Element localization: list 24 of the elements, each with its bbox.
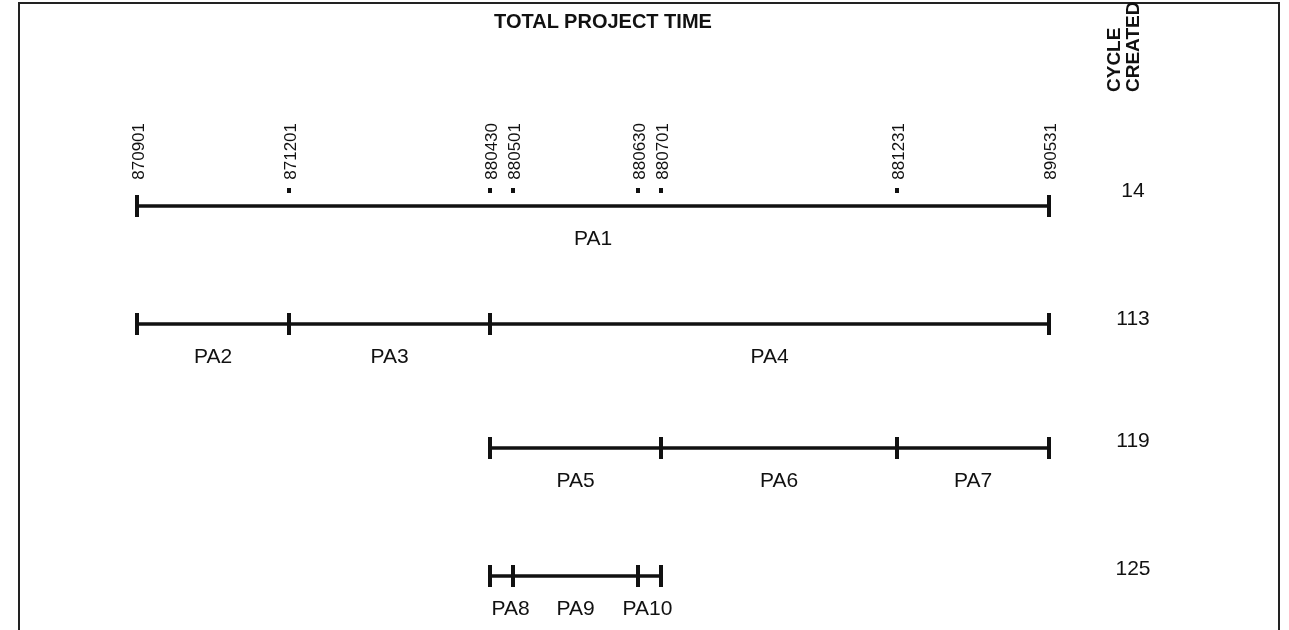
cycle-number: 113 [1116, 306, 1150, 330]
date-label: 881231 [890, 123, 908, 180]
segment-label: PA6 [759, 468, 799, 492]
segment-label: PA5 [556, 468, 595, 492]
segment-label: PA3 [370, 344, 409, 368]
date-label: 880701 [654, 123, 672, 180]
diagram-title: TOTAL PROJECT TIME [494, 10, 712, 33]
date-label: 880630 [631, 123, 649, 180]
segment-label: PA9 [556, 596, 595, 620]
column-heading: CYCLE CREATED [1104, 0, 1142, 92]
cycle-number: 125 [1115, 556, 1151, 580]
segment-label: PA4 [750, 344, 789, 368]
date-label: 880501 [506, 123, 524, 180]
cycle-number: 14 [1121, 178, 1145, 202]
segment-label: PA2 [193, 344, 233, 368]
cycle-number: 119 [1116, 428, 1150, 452]
date-label: 870901 [130, 123, 148, 180]
segment-label: PA1 [573, 226, 613, 250]
date-label: 890531 [1042, 123, 1060, 180]
date-label: 871201 [282, 123, 300, 180]
segment-label: PA10 [622, 596, 673, 620]
segment-label: PA8 [491, 596, 530, 620]
segment-label: PA7 [953, 468, 993, 492]
date-label: 880430 [483, 123, 501, 180]
